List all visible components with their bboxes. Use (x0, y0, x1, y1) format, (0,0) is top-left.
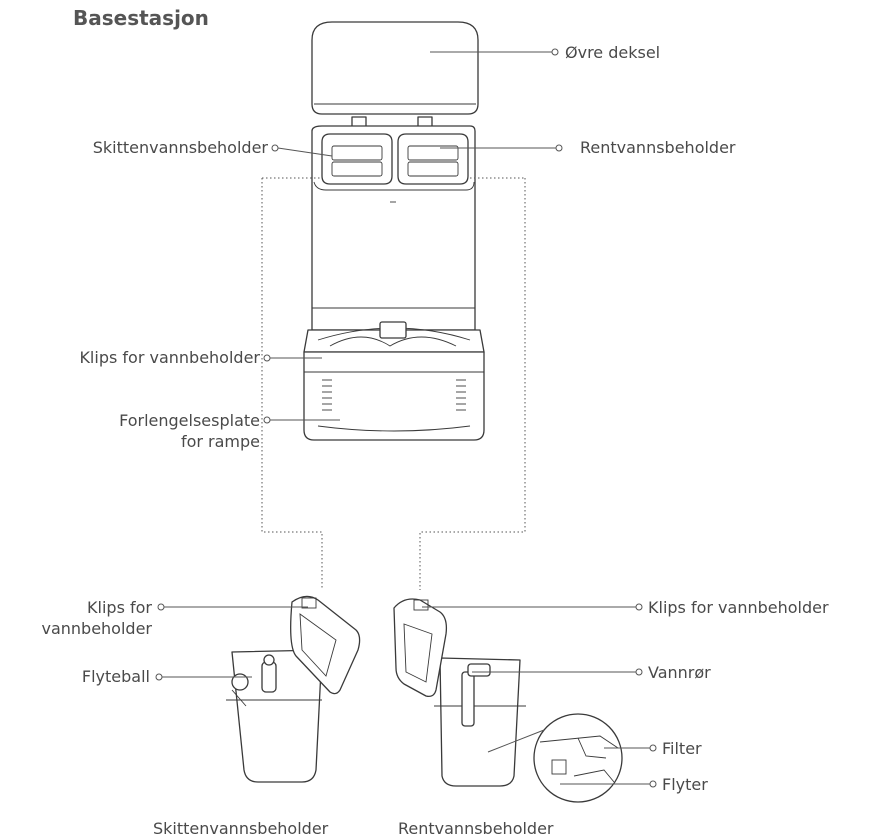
leader-lines (155, 48, 657, 788)
dirty-tank-illustration (226, 595, 361, 783)
label-clean-tank-top: Rentvannsbeholder (580, 138, 736, 157)
caption-dirty-tank: Skittenvannsbeholder (153, 819, 329, 838)
label-filter: Filter (662, 739, 702, 758)
page-title: Basestasjon (73, 6, 209, 30)
clean-tank-illustration (393, 598, 623, 803)
base-station-illustration (261, 21, 526, 590)
label-floater: Flyter (662, 775, 708, 794)
label-ramp-extension: Forlengelsesplate for rampe (119, 411, 260, 451)
base-tray-shape (303, 321, 485, 441)
label-clean-clip: Klips for vannbeholder (648, 598, 829, 617)
clean-tank-seated-shape (397, 133, 469, 185)
label-water-pipe: Vannrør (648, 663, 711, 682)
caption-clean-tank: Rentvannsbeholder (398, 819, 554, 838)
label-upper-cover: Øvre deksel (565, 43, 661, 62)
label-dirty-clip: Klips for vannbeholder (41, 598, 152, 638)
label-dirty-tank-top: Skittenvannsbeholder (92, 138, 268, 157)
label-float-ball: Flyteball (81, 667, 150, 686)
upper-cover-shape (311, 21, 479, 115)
label-tank-clip-station: Klips for vannbeholder (79, 348, 260, 367)
dotted-connector-right (419, 178, 526, 590)
filter-detail-circle (533, 713, 623, 803)
dotted-connector-left (261, 178, 323, 590)
dirty-tank-seated-shape (321, 133, 393, 185)
